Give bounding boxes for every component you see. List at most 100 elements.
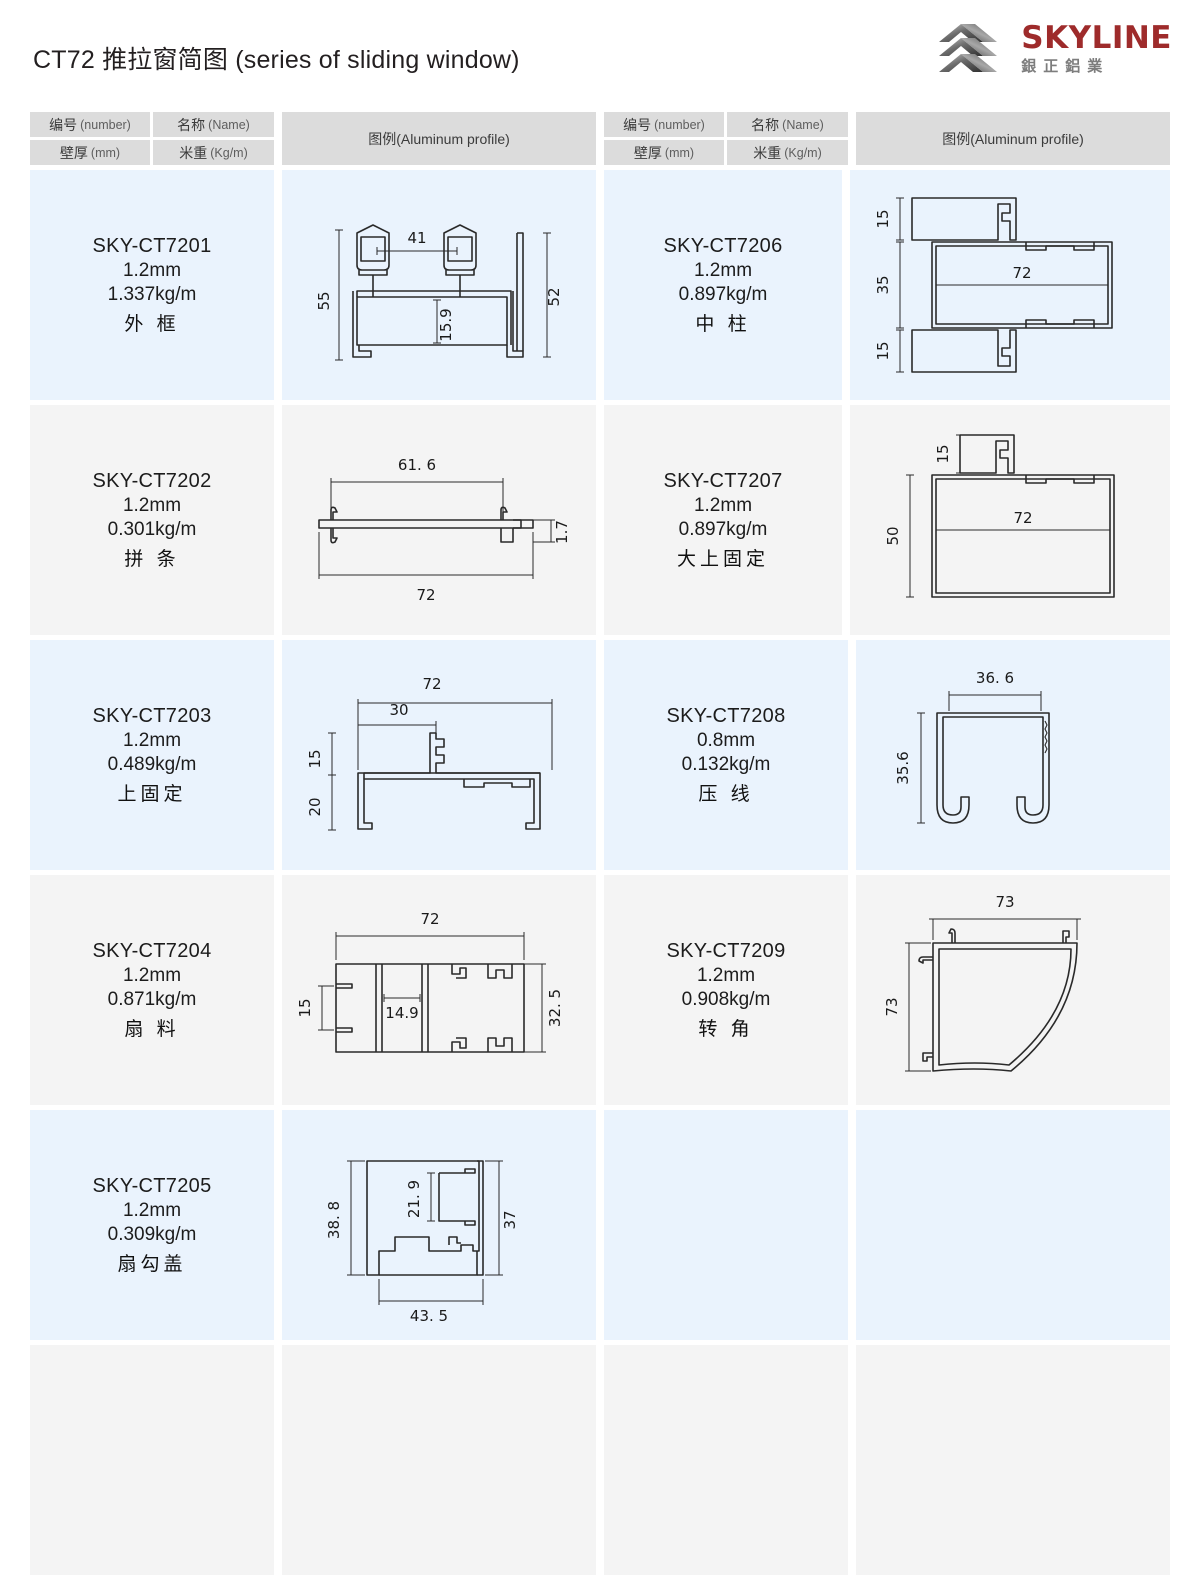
brand-subtitle: 銀正鋁業	[1021, 57, 1110, 75]
header-label-group: 编号 (number) 名称 (Name) 壁厚 (mm) 米重	[604, 112, 848, 165]
table-row: SKY-CT7201 1.2mm 1.337kg/m 外 框	[30, 170, 1170, 400]
dim-73-left: 73	[883, 997, 901, 1016]
profile-figure-cell: 73 73	[856, 875, 1170, 1105]
profile-name: 扇 料	[124, 1018, 180, 1040]
dim-14-9: 14.9	[385, 1004, 418, 1022]
profile-code: SKY-CT7204	[92, 939, 212, 962]
profile-code: SKY-CT7205	[92, 1174, 212, 1197]
header-figure: 图例(Aluminum profile)	[856, 112, 1170, 165]
header-name: 名称 (Name)	[153, 112, 274, 137]
profile-thickness: 1.2mm	[693, 494, 753, 516]
dim-15: 15	[296, 998, 314, 1017]
profile-code: SKY-CT7201	[92, 234, 212, 257]
profile-code: SKY-CT7207	[663, 469, 783, 492]
profile-thickness: 0.8mm	[696, 729, 756, 751]
profile-label-cell: SKY-CT7203 1.2mm 0.489kg/m 上固定	[30, 640, 274, 870]
profile-weight: 0.489kg/m	[107, 753, 197, 775]
profile-weight: 0.132kg/m	[681, 753, 771, 775]
profile-weight: 0.309kg/m	[107, 1223, 197, 1245]
dim-21-9: 21. 9	[405, 1180, 423, 1218]
dim-1-7: 1.7	[553, 520, 571, 544]
header-thickness: 壁厚 (mm)	[604, 140, 724, 165]
profile-figure-cell: 36. 6 35.6	[856, 640, 1170, 870]
profile-code: SKY-CT7208	[666, 704, 786, 727]
profile-thickness: 1.2mm	[122, 964, 182, 986]
dim-37: 37	[501, 1210, 519, 1229]
profile-code: SKY-CT7209	[666, 939, 786, 962]
profile-label-cell: SKY-CT7204 1.2mm 0.871kg/m 扇 料	[30, 875, 274, 1105]
table-row: SKY-CT7204 1.2mm 0.871kg/m 扇 料	[30, 875, 1170, 1105]
profile-figure-cell: 55 41 15.9 52	[282, 170, 596, 400]
profile-drawing-ct7209: 73 73	[883, 893, 1081, 1072]
dim-41: 41	[407, 229, 426, 247]
profile-code: SKY-CT7202	[92, 469, 212, 492]
profile-thickness: 1.2mm	[122, 259, 182, 281]
skyline-chevron-icon	[939, 24, 998, 72]
profile-name: 外 框	[124, 313, 180, 335]
profile-figure-cell: 72 30 15 20	[282, 640, 596, 870]
table-header-row: 编号 (number) 名称 (Name) 壁厚 (mm) 米重	[30, 112, 1170, 165]
table-row: SKY-CT7202 1.2mm 0.301kg/m 拼 条	[30, 405, 1170, 635]
dim-52: 52	[545, 287, 563, 306]
profile-table: 编号 (number) 名称 (Name) 壁厚 (mm) 米重	[30, 112, 1170, 1580]
profile-drawing-ct7202: 61. 6 72 1.7	[318, 456, 571, 604]
profile-thickness: 1.2mm	[122, 729, 182, 751]
header-number: 编号 (number)	[30, 112, 150, 137]
profile-weight: 0.908kg/m	[681, 988, 771, 1010]
profile-name: 上固定	[117, 783, 187, 805]
profile-name: 扇勾盖	[117, 1253, 187, 1275]
profile-label-cell: SKY-CT7201 1.2mm 1.337kg/m 外 框	[30, 170, 274, 400]
dim-72: 72	[1013, 509, 1032, 527]
profile-drawing-ct7205: 38. 8 21. 9 37 43. 5	[325, 1160, 519, 1325]
dim-38-8: 38. 8	[325, 1201, 343, 1239]
dim-43-5: 43. 5	[410, 1307, 448, 1325]
profile-label-cell: SKY-CT7209 1.2mm 0.908kg/m 转 角	[604, 875, 848, 1105]
brand-name: SKYLINE	[1021, 19, 1172, 56]
profile-name: 大上固定	[676, 548, 769, 570]
dim-73-top: 73	[995, 893, 1014, 911]
profile-drawing-ct7203: 72 30 15 20	[306, 675, 553, 831]
profile-figure-cell	[856, 1345, 1170, 1575]
dim-61-6: 61. 6	[398, 456, 436, 474]
dim-36-6: 36. 6	[976, 669, 1014, 687]
profile-name: 压 线	[698, 783, 754, 805]
profile-thickness: 1.2mm	[693, 259, 753, 281]
header-thickness: 壁厚 (mm)	[30, 140, 150, 165]
dim-50: 50	[884, 526, 902, 545]
profile-name: 中 柱	[695, 313, 751, 335]
profile-label-cell	[604, 1110, 848, 1340]
dim-15-bottom: 15	[874, 341, 892, 360]
profile-name: 转 角	[698, 1018, 754, 1040]
profile-label-cell: SKY-CT7206 1.2mm 0.897kg/m 中 柱	[604, 170, 842, 400]
profile-figure-cell: 72 15 14.9 32. 5	[282, 875, 596, 1105]
table-header-right: 编号 (number) 名称 (Name) 壁厚 (mm) 米重	[604, 112, 1170, 165]
table-row	[30, 1345, 1170, 1575]
profile-drawing-ct7204: 72 15 14.9 32. 5	[296, 910, 564, 1053]
profile-drawing-ct7201: 55 41 15.9 52	[315, 224, 563, 361]
profile-label-cell	[604, 1345, 848, 1575]
dim-20: 20	[306, 797, 324, 816]
header-label-group: 编号 (number) 名称 (Name) 壁厚 (mm) 米重	[30, 112, 274, 165]
profile-label-cell: SKY-CT7207 1.2mm 0.897kg/m 大上固定	[604, 405, 842, 635]
profile-figure-cell	[856, 1110, 1170, 1340]
profile-figure-cell: 61. 6 72 1.7	[282, 405, 596, 635]
header-figure: 图例(Aluminum profile)	[282, 112, 596, 165]
profile-label-cell: SKY-CT7205 1.2mm 0.309kg/m 扇勾盖	[30, 1110, 274, 1340]
profile-weight: 0.871kg/m	[107, 988, 197, 1010]
profile-figure-cell: 15 50 72	[850, 405, 1170, 635]
table-header-left: 编号 (number) 名称 (Name) 壁厚 (mm) 米重	[30, 112, 596, 165]
table-row: SKY-CT7205 1.2mm 0.309kg/m 扇勾盖	[30, 1110, 1170, 1340]
dim-15: 15	[934, 444, 952, 463]
profile-code: SKY-CT7206	[663, 234, 783, 257]
profile-drawing-ct7206: 15 35 15 72	[874, 197, 1113, 373]
profile-label-cell: SKY-CT7202 1.2mm 0.301kg/m 拼 条	[30, 405, 274, 635]
page-title: CT72 推拉窗简图 (series of sliding window)	[33, 46, 520, 74]
dim-72: 72	[422, 675, 441, 693]
dim-72: 72	[1012, 264, 1031, 282]
page-header: CT72 推拉窗简图 (series of sliding window)	[0, 0, 1200, 100]
table-row: SKY-CT7203 1.2mm 0.489kg/m 上固定	[30, 640, 1170, 870]
profile-thickness: 1.2mm	[122, 494, 182, 516]
profile-weight: 1.337kg/m	[107, 283, 197, 305]
header-number: 编号 (number)	[604, 112, 724, 137]
profile-weight: 0.301kg/m	[107, 518, 197, 540]
